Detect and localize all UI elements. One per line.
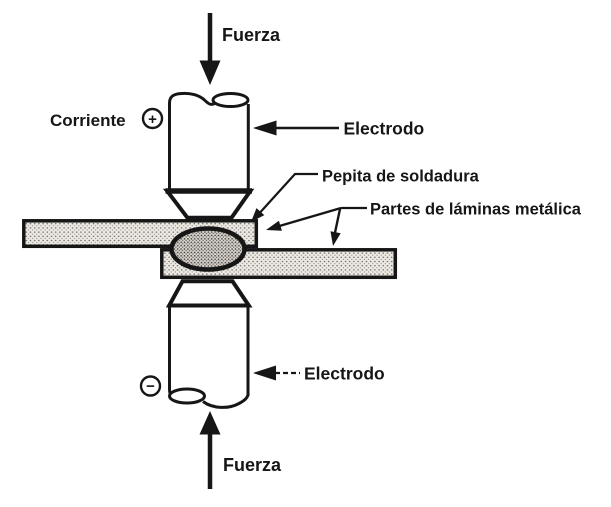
circle-plus-icon bbox=[141, 107, 164, 130]
arrowhead-icon bbox=[330, 231, 341, 246]
force-bottom-group: Fuerza bbox=[199, 411, 282, 489]
arrow-up-icon bbox=[199, 411, 221, 435]
metal-sheets-leader-line-left bbox=[275, 206, 342, 229]
top-electrode-tip-cone bbox=[162, 188, 255, 220]
metal-sheets-label: Partes de láminas metálica bbox=[370, 201, 582, 219]
bottom-electrode-tip-cone bbox=[165, 279, 253, 308]
bottom-electrode-break-ellipse bbox=[168, 387, 206, 405]
electrode-top-label: Electrodo bbox=[344, 119, 425, 139]
metal-sheets-callout: Partes de láminas metálica bbox=[266, 201, 582, 246]
arrowhead-icon bbox=[251, 208, 265, 222]
weld-nugget-leader-line bbox=[255, 172, 318, 218]
arrowhead-icon bbox=[253, 120, 277, 136]
bottom-electrode bbox=[165, 279, 253, 409]
arrowhead-icon bbox=[253, 365, 276, 381]
circle-minus-icon bbox=[139, 375, 162, 397]
force-top-group: Fuerza bbox=[199, 13, 281, 85]
bottom-electrode-bottom-wave bbox=[202, 393, 250, 409]
arrowhead-icon bbox=[266, 220, 282, 231]
current-negative-group: − bbox=[139, 375, 162, 397]
plus-icon: + bbox=[148, 111, 157, 128]
metal-sheets-leader-line-right bbox=[333, 208, 342, 236]
electrode-bottom-callout: Electrodo bbox=[253, 364, 385, 384]
top-electrode bbox=[162, 91, 255, 220]
top-electrode-break-ellipse bbox=[211, 92, 250, 108]
weld-nugget bbox=[169, 226, 247, 272]
minus-icon: − bbox=[146, 378, 155, 395]
electrode-top-callout: Electrodo bbox=[253, 119, 424, 139]
current-label: Corriente bbox=[50, 111, 126, 130]
current-positive-group: Corriente + bbox=[50, 107, 164, 130]
weld-nugget-callout: Pepita de soldadura bbox=[251, 168, 480, 222]
electrode-bottom-label: Electrodo bbox=[304, 364, 385, 384]
force-top-label: Fuerza bbox=[222, 25, 281, 45]
top-electrode-body-outline bbox=[168, 91, 216, 190]
force-bottom-label: Fuerza bbox=[223, 455, 282, 475]
weld-nugget-label: Pepita de soldadura bbox=[322, 168, 480, 186]
arrow-down-icon bbox=[199, 60, 221, 85]
